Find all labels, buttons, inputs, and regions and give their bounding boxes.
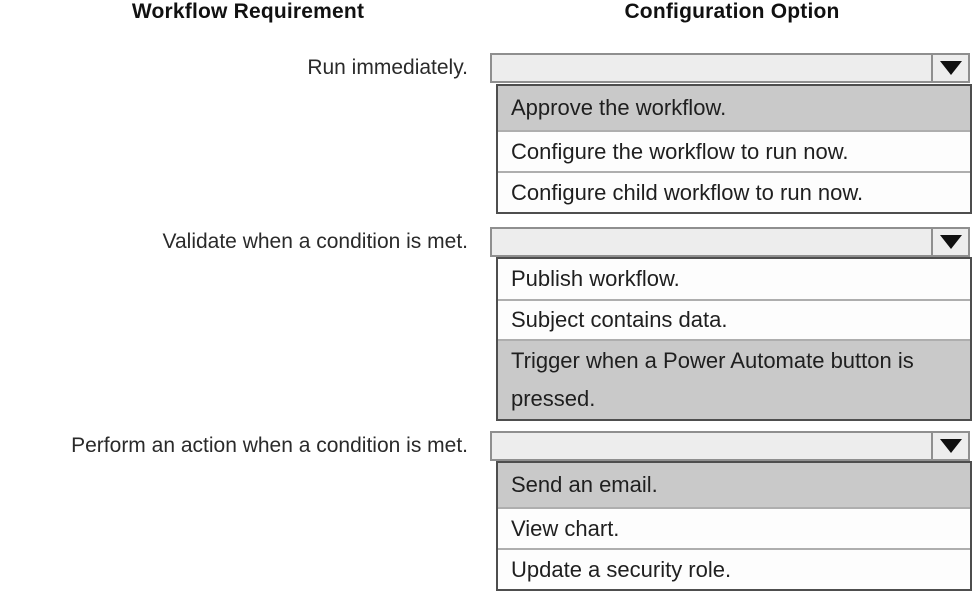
dropdown-selected-value [492,433,931,459]
option-label: Send an email. [511,472,658,497]
dropdown-closed-select-1[interactable] [490,53,970,83]
column-header-configuration-option: Configuration Option [624,0,840,23]
option-send-an-email[interactable]: Send an email. [498,463,970,507]
option-label: Trigger when a Power Automate button is … [511,348,914,411]
dropdown-closed-select-2[interactable] [490,227,970,257]
dropdown-options-list-1: Approve the workflow. Configure the work… [496,84,972,214]
dropdown-arrow-button[interactable] [931,433,968,459]
option-trigger-power-automate-button[interactable]: Trigger when a Power Automate button is … [498,339,970,419]
option-label: Subject contains data. [511,307,728,332]
column-header-workflow-requirement: Workflow Requirement [131,0,365,23]
dropdown-arrow-button[interactable] [931,229,968,255]
dropdown-options-list-2: Publish workflow. Subject contains data.… [496,257,972,421]
dropdown-closed-select-3[interactable] [490,431,970,461]
chevron-down-icon [939,235,962,249]
option-subject-contains-data[interactable]: Subject contains data. [498,299,970,339]
option-label: View chart. [511,515,620,541]
option-approve-the-workflow[interactable]: Approve the workflow. [498,86,970,130]
chevron-down-icon [939,439,962,453]
option-publish-workflow[interactable]: Publish workflow. [498,259,970,299]
option-label: Update a security role. [511,556,732,582]
option-view-chart[interactable]: View chart. [498,507,970,548]
requirement-label-perform-action-condition: Perform an action when a condition is me… [71,434,468,457]
dropdown-selected-value [492,229,931,255]
chevron-down-icon [939,61,962,75]
requirement-label-run-immediately: Run immediately. [307,56,468,79]
option-update-a-security-role[interactable]: Update a security role. [498,548,970,589]
dropdown-selected-value [492,55,931,81]
requirement-label-validate-condition: Validate when a condition is met. [162,230,468,253]
option-label: Configure the workflow to run now. [511,138,849,164]
dropdown-options-list-3: Send an email. View chart. Update a secu… [496,461,972,591]
option-label: Approve the workflow. [511,95,727,120]
option-configure-child-workflow-to-run-now[interactable]: Configure child workflow to run now. [498,171,970,212]
dropdown-arrow-button[interactable] [931,55,968,81]
option-label: Configure child workflow to run now. [511,179,864,205]
option-configure-the-workflow-to-run-now[interactable]: Configure the workflow to run now. [498,130,970,171]
option-label: Publish workflow. [511,266,680,291]
